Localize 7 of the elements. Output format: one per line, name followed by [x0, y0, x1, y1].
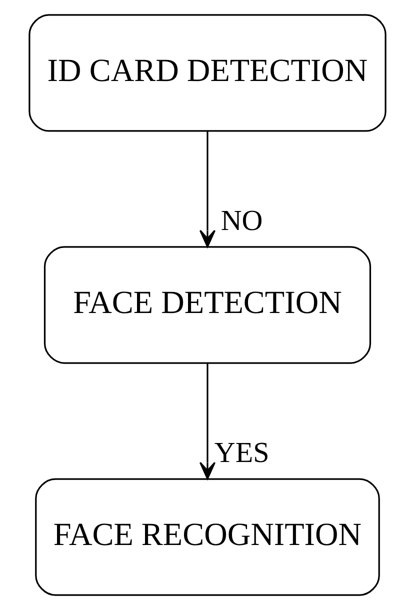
edge-label: NO — [220, 204, 263, 237]
edge-label: YES — [214, 436, 270, 469]
node-box: FACE RECOGNITION — [35, 478, 380, 596]
arrow — [199, 363, 216, 480]
node-box: ID CARD DETECTION — [28, 14, 386, 132]
node-box: FACE DETECTION — [44, 246, 372, 364]
arrow — [199, 131, 216, 248]
